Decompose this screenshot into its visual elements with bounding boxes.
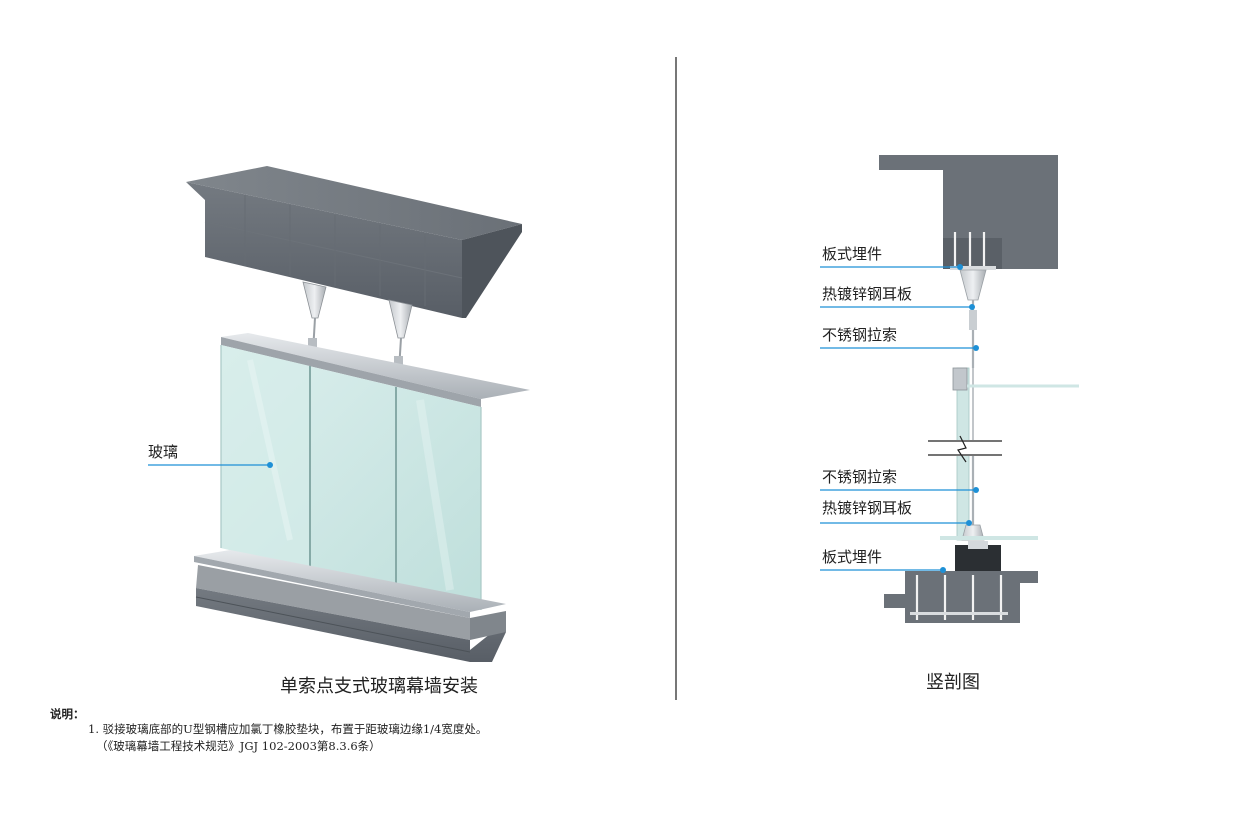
top-ear-plate-section xyxy=(959,269,987,368)
top-slab-section xyxy=(879,155,1058,270)
label-bottom-plate: 热镀锌钢耳板 xyxy=(822,499,912,517)
notes-line-1: 1. 驳接玻璃底部的U型钢槽应加氯丁橡胶垫块，布置于距玻璃边缘1/4宽度处。 xyxy=(88,722,488,736)
bottom-aluminum-profile xyxy=(194,550,506,618)
label-bottom-cable: 不锈钢拉索 xyxy=(822,468,897,486)
notes-line-2: （《玻璃幕墙工程技术规范》JGJ 102-2003第8.3.6条） xyxy=(96,739,381,753)
top-concrete-beam xyxy=(186,166,522,318)
label-top-cable: 不锈钢拉索 xyxy=(822,326,897,344)
left-3d-illustration xyxy=(186,166,530,662)
glass-curtain-wall xyxy=(220,345,482,610)
bottom-concrete-beam xyxy=(195,565,506,662)
callout-bottom-embed: 板式埋件 xyxy=(820,548,946,573)
top-aluminum-profile xyxy=(221,333,530,407)
right-section-drawing xyxy=(879,155,1079,623)
break-symbol xyxy=(928,435,1002,463)
cable-assembly-right xyxy=(388,299,413,371)
right-callouts: 板式埋件 热镀锌钢耳板 不锈钢拉索 不锈钢拉索 热镀锌钢耳板 板式埋件 xyxy=(820,245,979,573)
callout-top-cable: 不锈钢拉索 xyxy=(820,326,979,351)
callout-bottom-cable: 不锈钢拉索 xyxy=(820,468,979,493)
cable-assembly-left xyxy=(302,281,327,353)
label-top-plate: 热镀锌钢耳板 xyxy=(822,285,912,303)
left-caption: 单索点支式玻璃幕墙安装 xyxy=(280,676,478,697)
glass-label: 玻璃 xyxy=(148,443,178,461)
callout-top-plate: 热镀锌钢耳板 xyxy=(820,285,975,310)
label-bottom-embed: 板式埋件 xyxy=(822,548,882,566)
notes-title: 说明： xyxy=(50,707,85,721)
callout-top-embed: 板式埋件 xyxy=(820,245,963,270)
bottom-slab-section xyxy=(884,541,1038,623)
glass-leader: 玻璃 xyxy=(148,443,273,468)
right-caption: 竖剖图 xyxy=(926,672,980,693)
label-top-embed: 板式埋件 xyxy=(822,245,882,263)
callout-bottom-plate: 热镀锌钢耳板 xyxy=(820,499,972,526)
bottom-ear-plate-section xyxy=(940,456,1038,541)
